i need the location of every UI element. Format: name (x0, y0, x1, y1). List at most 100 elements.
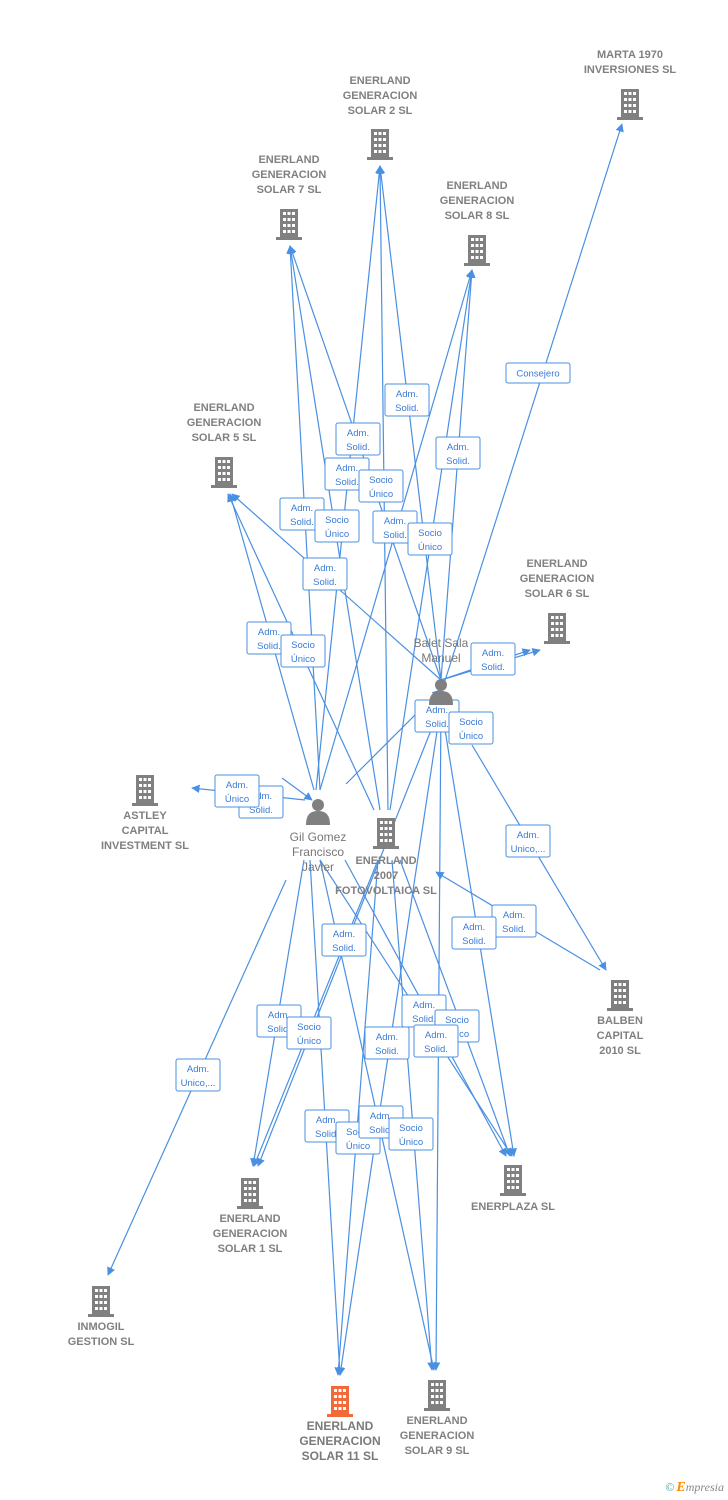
company-node-inmogil[interactable]: INMOGIL GESTION SL (68, 1286, 135, 1348)
building-icon (424, 1380, 450, 1411)
relation-label[interactable]: Adm. Solid. (451, 916, 497, 950)
relation-label-text: Único (297, 1036, 321, 1047)
building-icon (367, 129, 393, 160)
relation-label[interactable]: Adm.Solid. (491, 904, 537, 938)
relation-label-text: Adm. (250, 791, 272, 802)
relation-label-text: Adm. (384, 516, 406, 527)
relation-label[interactable]: Adm.Solid. (279, 497, 325, 531)
node-label: GESTION SL (68, 1336, 135, 1348)
relation-label-text: Solid. (290, 517, 314, 528)
relation-label-text: Solid. (335, 477, 359, 488)
relation-edge (376, 165, 442, 681)
relation-label-text: Único (325, 529, 349, 540)
relation-label-text: Socio (325, 515, 349, 526)
relation-edge (391, 859, 436, 1371)
relation-label[interactable]: Adm.Solid. (384, 383, 430, 417)
node-label: ASTLEY (123, 810, 167, 822)
relation-label-text: Adm. (447, 442, 469, 453)
relation-label-text: Adm. (316, 1115, 338, 1126)
company-node-enerplaza[interactable]: ENERPLAZA SL (471, 1165, 555, 1213)
building-icon (544, 613, 570, 644)
node-label: GENERACION (440, 195, 515, 207)
node-label: INVERSIONES SL (584, 64, 677, 76)
relation-label[interactable]: Consejero (505, 362, 571, 384)
node-label: INMOGIL (77, 1321, 124, 1333)
building-icon (327, 1386, 353, 1417)
relation-label-text: Adm. (482, 648, 504, 659)
relation-label[interactable]: Adm.Solid. (413, 1024, 459, 1058)
building-icon (132, 775, 158, 806)
relation-label[interactable]: Adm.Unico,... (175, 1058, 221, 1092)
relation-label-text: Socio (445, 1015, 469, 1026)
node-label: Gil Gomez (290, 830, 347, 844)
relation-label[interactable]: Adm.Solid. (335, 422, 381, 456)
brand-logo-text: mpresia (685, 1480, 724, 1494)
relation-edge (440, 269, 476, 681)
relation-label-text: Solid. (462, 936, 486, 947)
relation-label-text: Solid. (383, 530, 407, 541)
relation-label[interactable]: Adm.Solid. (435, 436, 481, 470)
node-label: ENERLAND (406, 1415, 467, 1427)
relation-label-text: Adm. (517, 830, 539, 841)
building-icon (607, 980, 633, 1011)
relation-label-text: Solid. (267, 1024, 291, 1035)
relation-label[interactable]: Adm.Solid. (324, 457, 370, 491)
relation-label-text: Consejero (516, 369, 559, 380)
relation-label-text: Adm. (413, 1000, 435, 1011)
relation-label-text: Adm. (314, 563, 336, 574)
relation-label[interactable]: Adm. Unico,... (505, 824, 551, 858)
relation-label[interactable]: Adm.Único (214, 774, 260, 808)
relation-label[interactable]: Adm.Solid. (302, 557, 348, 591)
relation-edge (441, 123, 624, 691)
person-icon (429, 679, 453, 705)
relation-label-text: Único (346, 1141, 370, 1152)
relation-label-text: Socio (369, 475, 393, 486)
relation-label-text: Adm. (268, 1010, 290, 1021)
node-label: ENERLAND (193, 402, 254, 414)
node-label: SOLAR 6 SL (525, 588, 590, 600)
relation-label-text: Adm. (463, 922, 485, 933)
relation-label-text: Solid. (425, 719, 449, 730)
building-icon (373, 818, 399, 849)
relation-label-text: Solid. (332, 943, 356, 954)
node-label: ENERLAND (219, 1213, 280, 1225)
building-icon (211, 457, 237, 488)
node-label: GENERACION (343, 90, 418, 102)
node-label: GENERACION (299, 1434, 380, 1448)
node-label: ENERLAND (258, 154, 319, 166)
node-label: Manuel (421, 651, 460, 665)
node-label: GENERACION (400, 1430, 475, 1442)
node-label: SOLAR 9 SL (405, 1445, 470, 1457)
relation-label[interactable]: Adm.Solid. (321, 923, 367, 957)
relation-label[interactable]: Adm.Solid. (470, 642, 516, 676)
relation-label-text: Solid. (395, 403, 419, 414)
brand-footer: ©Empresia (665, 1480, 724, 1496)
relation-label[interactable]: Adm.Solid. (364, 1026, 410, 1060)
relation-edge (281, 777, 313, 801)
relation-label-text: Unico,... (511, 844, 546, 855)
relation-label-text: Adm. (376, 1032, 398, 1043)
relation-label-text: Adm. (370, 1111, 392, 1122)
company-node-s9[interactable]: ENERLAND GENERACION SOLAR 9 SL (400, 1380, 475, 1457)
